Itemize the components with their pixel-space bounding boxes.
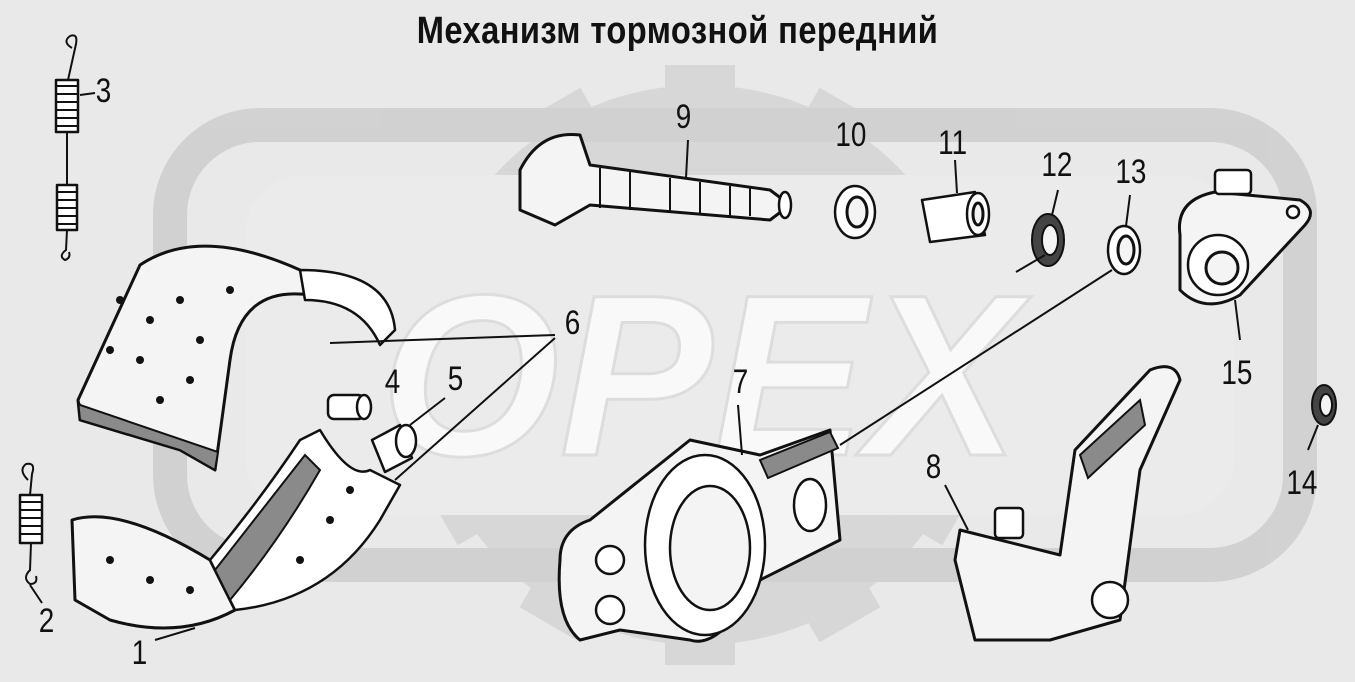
callout-5: 5: [447, 360, 464, 398]
callout-3: 3: [95, 72, 112, 110]
cam-shaft: [518, 132, 793, 227]
callout-8: 8: [925, 448, 942, 486]
brake-shoes: [70, 244, 402, 641]
seal-14: [1311, 384, 1337, 426]
brake-lever: [953, 365, 1182, 642]
callout-14: 14: [1286, 464, 1318, 502]
brake-bracket: [557, 428, 842, 643]
callout-13: 13: [1115, 153, 1147, 191]
washer-10: [833, 184, 877, 240]
callout-4: 4: [384, 363, 401, 401]
callout-9: 9: [675, 98, 692, 136]
callout-15: 15: [1221, 354, 1253, 392]
diagram-title: Механизм тормозной передний: [416, 10, 939, 52]
ring-13: [1106, 224, 1142, 276]
seal-12: [1031, 213, 1065, 267]
slack-adjuster: [1177, 168, 1312, 306]
callout-2: 2: [38, 602, 55, 640]
callout-11: 11: [938, 124, 968, 162]
bushing-large: [370, 423, 418, 474]
callout-12: 12: [1041, 146, 1073, 184]
bushing-small: [326, 393, 373, 421]
callout-7: 7: [732, 363, 749, 401]
callout-10: 10: [835, 116, 867, 154]
callout-6: 6: [564, 304, 581, 342]
sleeve-11: [920, 190, 991, 244]
callout-1: 1: [131, 634, 148, 672]
spring-short: [18, 462, 44, 604]
spring-long: [54, 34, 96, 262]
